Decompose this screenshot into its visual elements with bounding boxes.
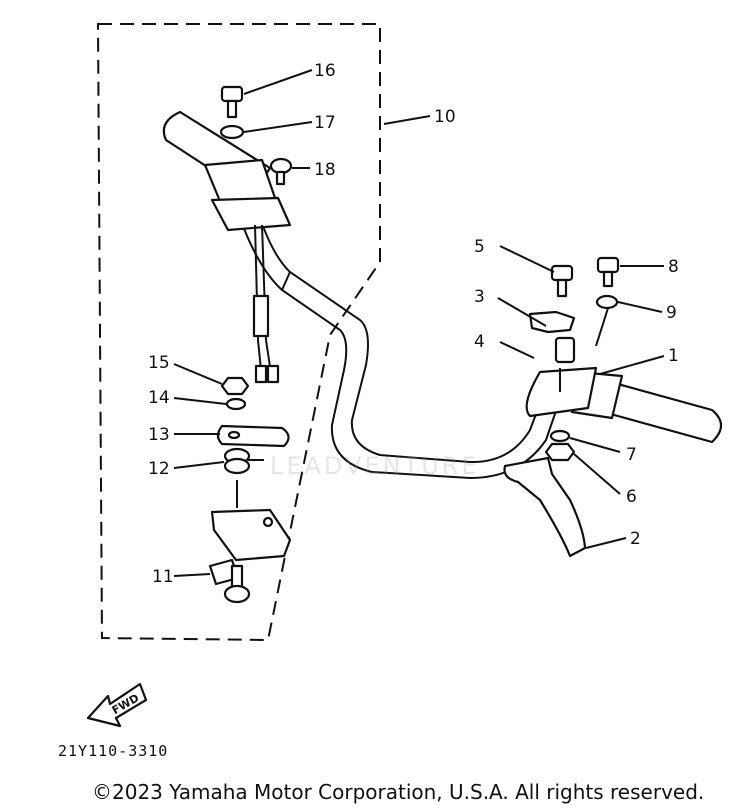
- part-11-adjuster: [208, 558, 251, 604]
- left-grip: [162, 110, 292, 232]
- callout-9: 9: [666, 303, 677, 323]
- callout-3: 3: [474, 287, 485, 307]
- callout-2: 2: [630, 529, 641, 549]
- part-7-washer: [549, 429, 571, 443]
- callout-14: 14: [148, 388, 170, 408]
- part-4-collar: [554, 336, 576, 364]
- assembly-10-boundary: [96, 23, 381, 642]
- callout-4: 4: [474, 332, 485, 352]
- watermark: LEADVENTURE: [270, 452, 480, 480]
- part-18-screw: [269, 157, 293, 186]
- callout-numbers: 16 17 18 10 5 3 4 8 9 1 7 6 2 15 14 13 1…: [148, 61, 679, 587]
- part-5-bolt: [550, 264, 574, 298]
- callout-10: 10: [434, 107, 456, 127]
- right-grip: [570, 370, 723, 444]
- part-8-bolt: [596, 256, 620, 288]
- fwd-arrow-icon: FWD: [86, 682, 148, 728]
- switch-wires: [252, 224, 280, 384]
- callout-12: 12: [148, 459, 170, 479]
- left-lever-bracket: [210, 508, 292, 562]
- callout-11: 11: [152, 567, 174, 587]
- part-16-bolt: [220, 85, 244, 119]
- diagram-code: 21Y110-3310: [58, 742, 169, 760]
- part-17-washer: [219, 124, 245, 140]
- handlebar-parts-diagram: 16 17 18 10 5 3 4 8 9 1 7 6 2 15 14 13 1…: [86, 23, 723, 728]
- part-15-nut: [220, 376, 250, 396]
- callout-16: 16: [314, 61, 336, 81]
- callout-17: 17: [314, 113, 336, 133]
- part-13-plate: [216, 424, 290, 448]
- callout-18: 18: [314, 160, 336, 180]
- callout-6: 6: [626, 487, 637, 507]
- part-2-lever: [503, 456, 587, 558]
- part-1-lever-bracket: [525, 366, 598, 418]
- callout-7: 7: [626, 445, 637, 465]
- callout-1: 1: [668, 346, 679, 366]
- part-3-holder: [528, 310, 576, 334]
- copyright-notice: ©2023 Yamaha Motor Corporation, U.S.A. A…: [92, 780, 705, 804]
- callout-15: 15: [148, 353, 170, 373]
- callout-8: 8: [668, 257, 679, 277]
- leader-lines: [173, 69, 665, 577]
- part-9-washer: [595, 294, 619, 310]
- part-12-spring: [223, 447, 264, 475]
- callout-5: 5: [474, 237, 485, 257]
- callout-13: 13: [148, 425, 170, 445]
- part-6-nut: [544, 442, 576, 462]
- part-14-washer: [225, 397, 247, 411]
